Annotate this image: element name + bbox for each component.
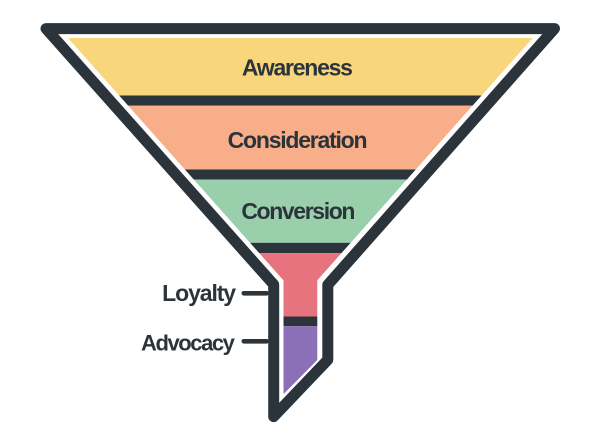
svg-text:Loyalty: Loyalty	[162, 280, 236, 306]
svg-text:Awareness: Awareness	[242, 55, 352, 81]
svg-text:Conversion: Conversion	[241, 198, 354, 224]
svg-text:Consideration: Consideration	[228, 127, 367, 153]
svg-text:Advocacy: Advocacy	[141, 331, 236, 356]
